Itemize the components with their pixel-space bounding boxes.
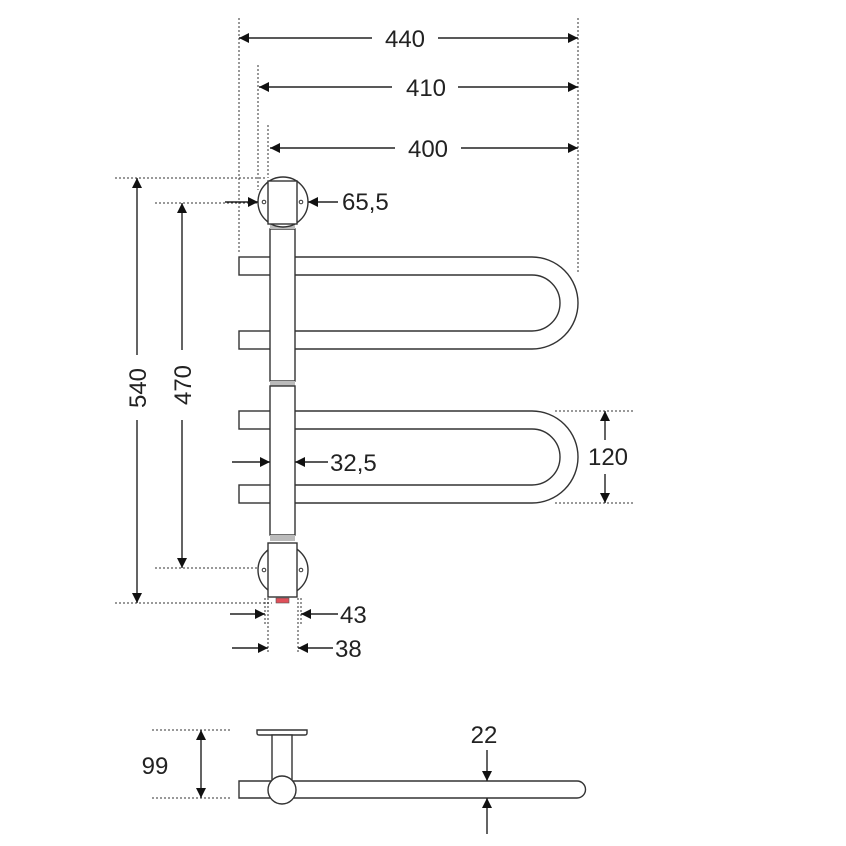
bottom-wall-mount	[257, 542, 309, 604]
upper-rail	[238, 256, 579, 350]
dimension-410: 410	[259, 75, 578, 102]
dimension-120: 120	[588, 411, 628, 503]
dim-label-65-5: 65,5	[342, 189, 389, 216]
dimension-540: 540	[125, 178, 152, 603]
dimension-470: 470	[170, 203, 197, 568]
dim-label-43: 43	[340, 602, 367, 629]
dimension-38: 38	[232, 636, 362, 663]
dimension-43: 43	[230, 602, 367, 629]
dim-label-400: 400	[408, 136, 448, 163]
dim-label-470: 470	[170, 365, 197, 405]
dimension-22: 22	[471, 722, 498, 834]
dim-label-120: 120	[588, 444, 628, 471]
top-wall-mount	[257, 176, 309, 228]
dim-label-410: 410	[406, 75, 446, 102]
dim-label-99: 99	[142, 753, 169, 780]
dimension-440: 440	[239, 26, 578, 53]
dimension-99: 99	[142, 730, 206, 798]
dim-label-540: 540	[125, 368, 152, 408]
extension-lines	[115, 18, 635, 799]
dimension-65-5: 65,5	[225, 189, 389, 216]
dimension-32-5: 32,5	[232, 450, 377, 477]
dim-label-38: 38	[335, 636, 362, 663]
indicator-mark	[275, 597, 290, 604]
side-view	[238, 729, 587, 805]
dim-label-440: 440	[385, 26, 425, 53]
dim-label-32-5: 32,5	[330, 450, 377, 477]
dimension-400: 400	[270, 136, 578, 163]
vertical-tube	[269, 224, 296, 541]
lower-rail	[238, 410, 579, 504]
dim-label-22: 22	[471, 722, 498, 749]
